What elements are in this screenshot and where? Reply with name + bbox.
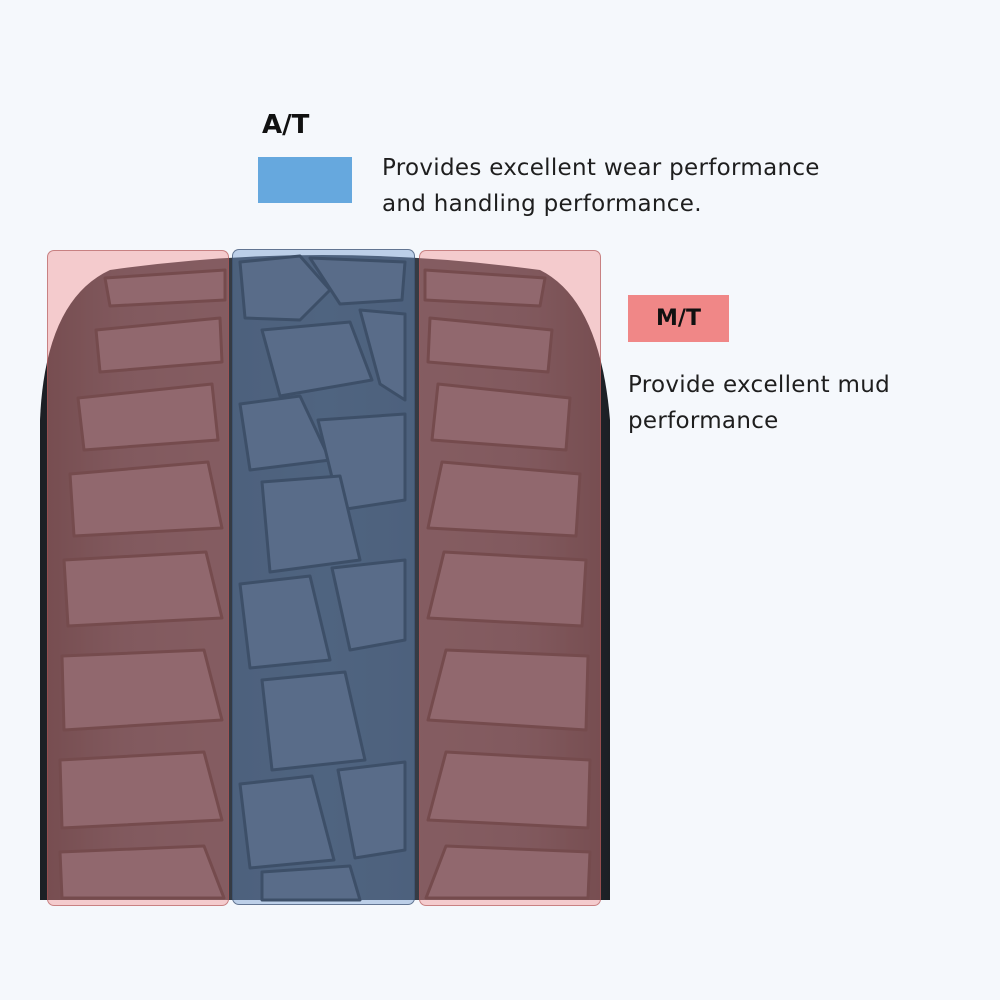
mt-legend-badge: M/T [628, 295, 729, 342]
mt-zone-left-overlay [47, 250, 229, 906]
at-legend-description: Provides excellent wear performance and … [382, 150, 902, 222]
mt-description-line: Provide excellent mud [628, 372, 891, 398]
at-description-line: and handling performance. [382, 191, 702, 217]
at-description-line: Provides excellent wear performance [382, 155, 820, 181]
at-zone-center-overlay [232, 249, 415, 905]
at-legend-title: A/T [262, 110, 310, 140]
at-color-swatch [258, 157, 352, 203]
mt-zone-right-overlay [419, 250, 601, 906]
mt-description-line: performance [628, 408, 779, 434]
mt-legend-description: Provide excellent mud performance [628, 367, 958, 439]
